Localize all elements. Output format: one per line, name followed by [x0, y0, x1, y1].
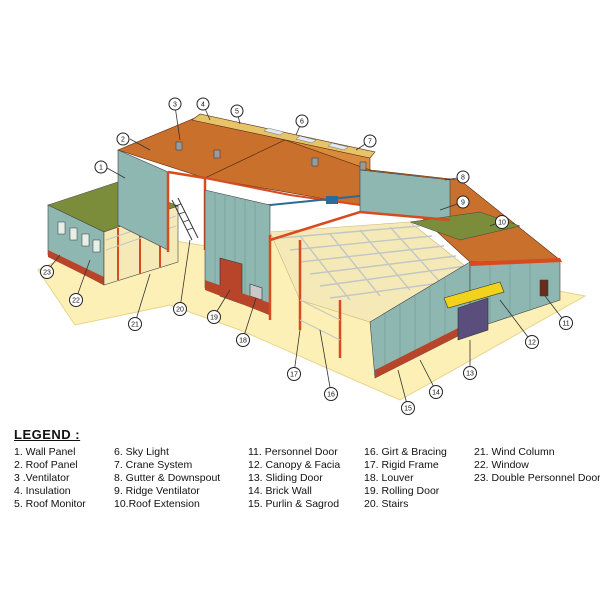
- svg-text:8: 8: [461, 175, 465, 182]
- svg-text:14: 14: [432, 390, 440, 397]
- legend-item: 11. Personnel Door: [248, 446, 338, 458]
- legend-item: 12. Canopy & Facia: [248, 459, 341, 471]
- personnel-door: [539, 279, 549, 297]
- callout-4: 4: [196, 97, 210, 111]
- callout-10: 10: [495, 215, 509, 229]
- callout-9: 9: [456, 195, 470, 209]
- legend-item: 5. Roof Monitor: [14, 498, 86, 510]
- callout-17: 17: [287, 367, 301, 381]
- svg-text:9: 9: [461, 200, 465, 207]
- legend-item: 18. Louver: [364, 472, 414, 484]
- svg-text:5: 5: [235, 109, 239, 116]
- svg-text:20: 20: [176, 307, 184, 314]
- svg-text:16: 16: [327, 392, 335, 399]
- legend-column-2: 6. Sky Light 7. Crane System 8. Gutter &…: [114, 446, 220, 511]
- rigid-frames-bay: [268, 210, 451, 358]
- svg-text:2: 2: [121, 137, 125, 144]
- svg-text:3: 3: [173, 102, 177, 109]
- annex-brick-base: [48, 250, 104, 285]
- legend-column-5: 21. Wind Column 22. Window 23. Double Pe…: [474, 446, 600, 485]
- legend-item: 4. Insulation: [14, 485, 71, 497]
- legend-column-1: 1. Wall Panel 2. Roof Panel 3 .Ventilato…: [14, 446, 86, 511]
- legend-item: 23. Double Personnel Door: [474, 472, 600, 484]
- svg-text:17: 17: [290, 372, 298, 379]
- legend-item: 16. Girt & Bracing: [364, 446, 447, 458]
- legend-item: 6. Sky Light: [114, 446, 169, 458]
- legend-item: 21. Wind Column: [474, 446, 555, 458]
- sky-lights: [263, 127, 349, 151]
- callout-16: 16: [324, 387, 338, 401]
- canopy-facia: [443, 281, 505, 309]
- svg-text:21: 21: [131, 322, 139, 329]
- svg-text:6: 6: [300, 119, 304, 126]
- svg-text:10: 10: [498, 220, 506, 227]
- legend-title: LEGEND :: [14, 427, 81, 442]
- annex-window-row: [57, 221, 101, 253]
- callout-22: 22: [69, 293, 83, 307]
- callout-13: 13: [463, 366, 477, 380]
- legend-column-4: 16. Girt & Bracing 17. Rigid Frame 18. L…: [364, 446, 447, 511]
- callout-11: 11: [559, 316, 573, 330]
- callout-3: 3: [168, 97, 182, 111]
- svg-text:15: 15: [404, 406, 412, 413]
- callout-7: 7: [363, 134, 377, 148]
- svg-text:4: 4: [201, 102, 205, 109]
- legend-item: 22. Window: [474, 459, 529, 471]
- legend-item: 13. Sliding Door: [248, 472, 323, 484]
- callout-21: 21: [128, 317, 142, 331]
- callout-2: 2: [116, 132, 130, 146]
- legend-item: 10.Roof Extension: [114, 498, 200, 510]
- callout-12: 12: [525, 335, 539, 349]
- callout-8: 8: [456, 170, 470, 184]
- legend-item: 1. Wall Panel: [14, 446, 76, 458]
- leader-lines: [46, 103, 566, 409]
- callout-5: 5: [230, 104, 244, 118]
- stairs: [171, 197, 199, 241]
- svg-text:18: 18: [239, 338, 247, 345]
- callout-23: 23: [40, 265, 54, 279]
- legend-item: 9. Ridge Ventilator: [114, 485, 200, 497]
- legend-item: 20. Stairs: [364, 498, 409, 510]
- svg-text:19: 19: [210, 315, 218, 322]
- svg-text:11: 11: [562, 321, 569, 328]
- svg-text:23: 23: [43, 270, 51, 277]
- legend-item: 2. Roof Panel: [14, 459, 78, 471]
- legend-item: 7. Crane System: [114, 459, 193, 471]
- legend-item: 19. Rolling Door: [364, 485, 440, 497]
- callout-6: 6: [295, 114, 309, 128]
- svg-text:12: 12: [528, 340, 536, 347]
- callout-20: 20: [173, 302, 187, 316]
- right-brick-base: [375, 322, 470, 378]
- legend-item: 17. Rigid Frame: [364, 459, 439, 471]
- svg-text:1: 1: [99, 165, 103, 172]
- callout-14: 14: [429, 385, 443, 399]
- right-wall-panels: [384, 261, 531, 372]
- louver: [249, 283, 263, 301]
- roof-overhang-right: [470, 258, 562, 266]
- callout-18: 18: [236, 333, 250, 347]
- legend-item: 14. Brick Wall: [248, 485, 312, 497]
- callout-1: 1: [94, 160, 108, 174]
- svg-text:7: 7: [368, 139, 372, 146]
- sliding-door: [457, 297, 489, 341]
- callout-19: 19: [207, 310, 221, 324]
- svg-text:22: 22: [72, 298, 80, 305]
- legend-item: 15. Purlin & Sagrod: [248, 498, 340, 510]
- svg-text:13: 13: [466, 371, 474, 378]
- legend-column-3: 11. Personnel Door 12. Canopy & Facia 13…: [248, 446, 340, 511]
- legend-item: 8. Gutter & Downspout: [114, 472, 221, 484]
- ventilators: [175, 141, 367, 171]
- roof-monitor: [191, 113, 376, 159]
- callout-15: 15: [401, 401, 415, 415]
- legend-item: 3 .Ventilator: [14, 472, 70, 484]
